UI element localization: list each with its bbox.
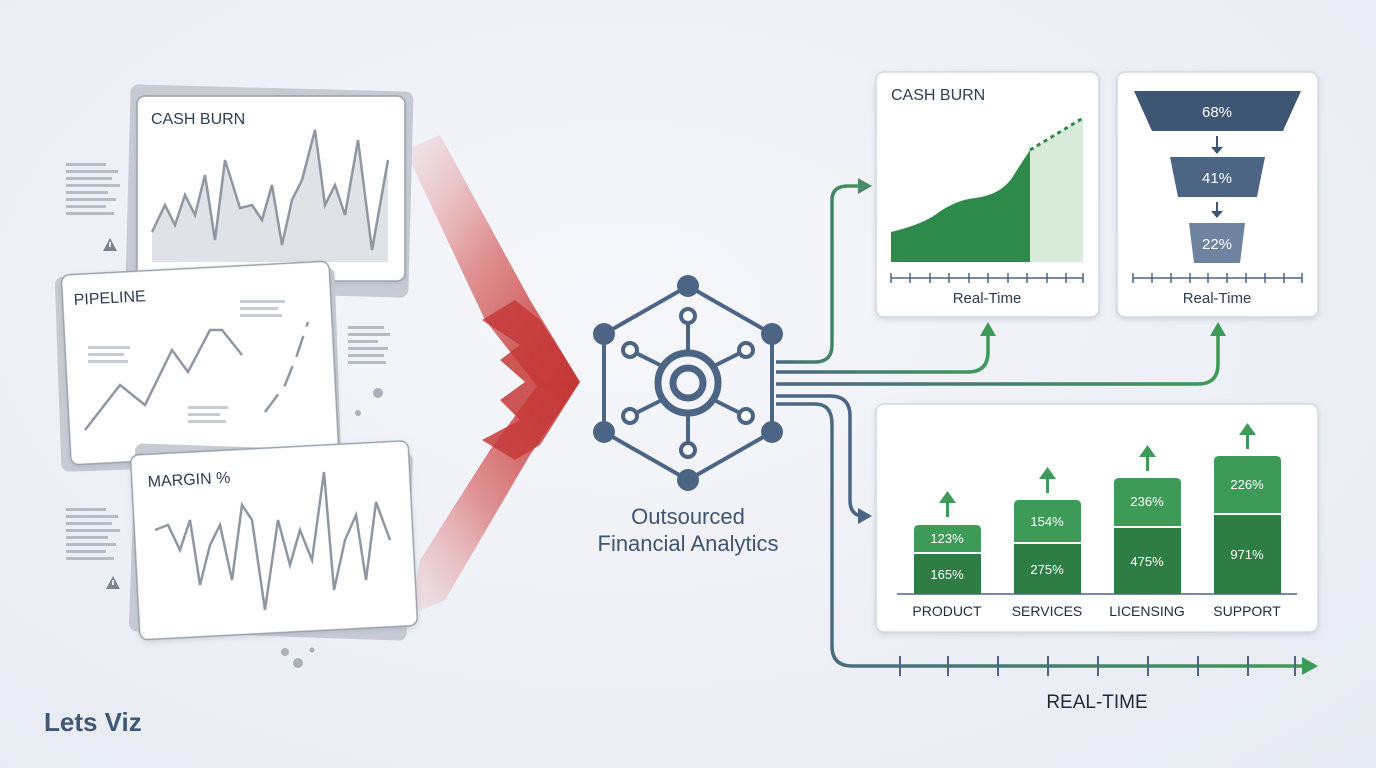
- funnel-stage-2-label: 41%: [1202, 170, 1232, 187]
- bar-product-top-label: 123%: [930, 531, 964, 546]
- hub-label-line2: Financial Analytics: [598, 531, 779, 556]
- arrow-down-icon: [1211, 147, 1223, 154]
- input-panel-pipeline: PIPELINE: [54, 260, 342, 472]
- bar-support-category: SUPPORT: [1213, 603, 1281, 619]
- output-panel-funnel: 68% 41% 22% Real-Time: [1116, 71, 1319, 318]
- arrow-up-icon: [939, 491, 956, 517]
- output-cash-burn-title: CASH BURN: [891, 87, 985, 104]
- bar-product-category: PRODUCT: [912, 603, 982, 619]
- bar-services-category: SERVICES: [1012, 603, 1083, 619]
- input-margin-title: MARGIN %: [147, 470, 230, 491]
- output-panel-bars: 123% 165% PRODUCT 154% 275% SERVICES 236…: [875, 403, 1319, 633]
- arrow-down-icon: [1211, 211, 1223, 218]
- arrow-up-icon: [1239, 423, 1256, 449]
- arrow-up-icon: [1139, 445, 1156, 471]
- brand-logo: Lets Viz: [44, 707, 142, 737]
- arrow-up-icon: [1039, 467, 1056, 493]
- flow-connectors: [776, 178, 1318, 675]
- output-funnel-axis-label: Real-Time: [1183, 290, 1252, 307]
- bar-support: 226% 971% SUPPORT: [1213, 423, 1281, 619]
- warning-icon: [106, 576, 120, 589]
- hub-label-line1: Outsourced: [631, 504, 745, 529]
- funnel-stage-1-label: 68%: [1202, 104, 1232, 121]
- timeline-ticks: [899, 656, 1296, 676]
- decorative-text-snippets: [66, 163, 390, 560]
- bar-services-bottom-label: 275%: [1030, 562, 1064, 577]
- bar-licensing-bottom-label: 475%: [1130, 554, 1164, 569]
- input-pipeline-title: PIPELINE: [73, 288, 146, 309]
- error-dot-icon: [281, 388, 383, 668]
- input-panel-margin: MARGIN %: [129, 440, 419, 641]
- timeline-label: REAL-TIME: [1046, 692, 1147, 713]
- bar-licensing-top-label: 236%: [1130, 494, 1164, 509]
- output-panel-cash-burn: CASH BURN Real-Time: [875, 71, 1100, 318]
- bar-support-bottom-label: 971%: [1230, 547, 1264, 562]
- bar-product-bottom-label: 165%: [930, 567, 964, 582]
- bar-licensing-category: LICENSING: [1109, 603, 1184, 619]
- bar-licensing: 236% 475% LICENSING: [1109, 445, 1185, 619]
- funnel-stage-2: [1170, 157, 1265, 197]
- output-cash-burn-axis-label: Real-Time: [953, 290, 1022, 307]
- bar-services-top-label: 154%: [1030, 514, 1064, 529]
- input-panel-cash-burn: CASH BURN: [125, 84, 414, 298]
- warning-icon: [103, 238, 117, 251]
- hub-network-icon: [602, 283, 774, 483]
- bar-support-top-label: 226%: [1230, 477, 1264, 492]
- funnel-stage-3: [1189, 223, 1245, 263]
- hub-nodes: [593, 275, 783, 491]
- funnel-stage-1: [1134, 91, 1301, 131]
- input-cash-burn-title: CASH BURN: [151, 111, 245, 128]
- funnel-stage-3-label: 22%: [1202, 236, 1232, 253]
- bar-product: 123% 165% PRODUCT: [912, 491, 982, 619]
- red-converging-arrow: [405, 135, 580, 615]
- bar-services: 154% 275% SERVICES: [1012, 467, 1083, 619]
